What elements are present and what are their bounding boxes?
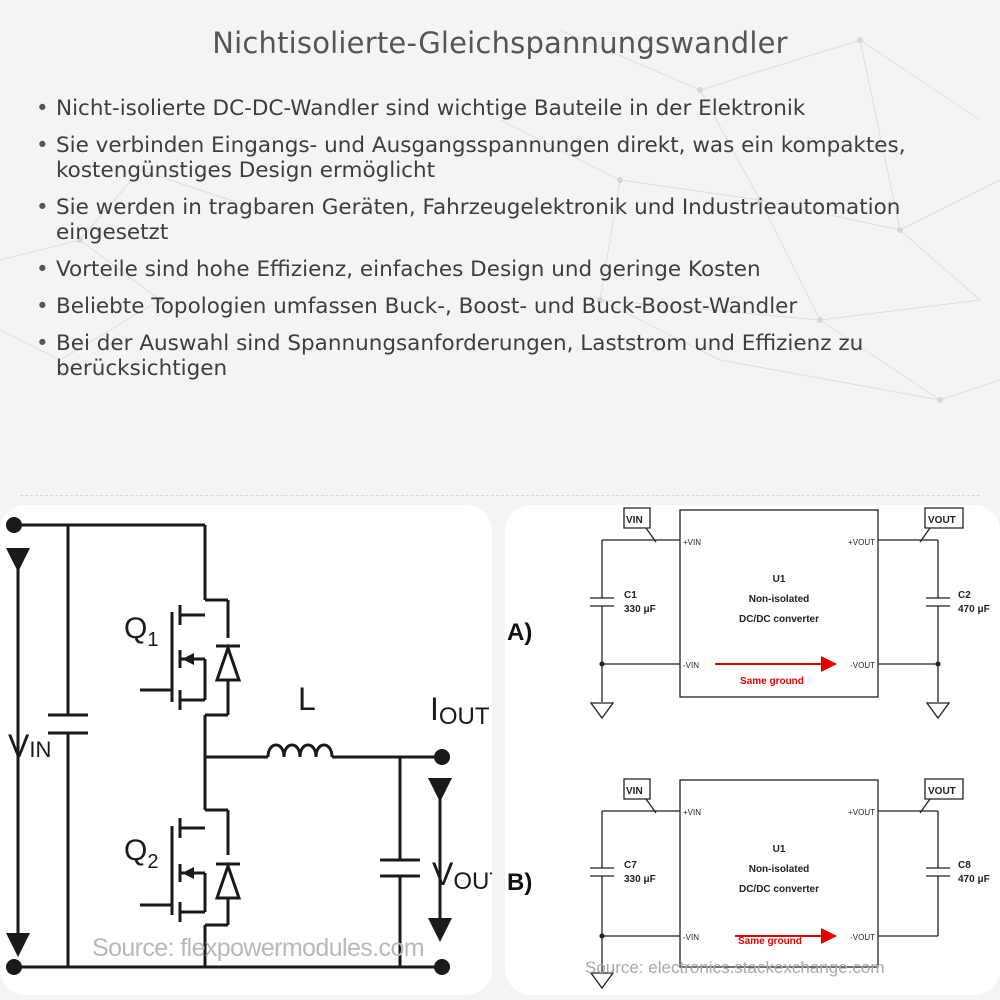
bullet-item: Nicht-isolierte DC-DC-Wandler sind wicht… <box>34 96 964 121</box>
cout-value-a: 470 μF <box>958 604 990 615</box>
cout-value-b: 470 μF <box>958 874 990 885</box>
same-ground-note-b: Same ground <box>738 936 802 947</box>
module-connection-schematic: VIN VOUT +VIN -VIN +VOUT -VOUT U1 Non-is… <box>507 507 990 990</box>
vin-tag-a: VIN <box>626 515 643 526</box>
schematic-a: VIN VOUT +VIN -VIN +VOUT -VOUT U1 Non-is… <box>589 507 990 720</box>
label-b: B) <box>507 869 532 896</box>
vin-tag-b: VIN <box>626 786 643 797</box>
u1-line2-b: DC/DC converter <box>739 884 819 895</box>
pin-vin-minus-a: -VIN <box>683 661 699 670</box>
bullet-item: Beliebte Topologien umfassen Buck-, Boos… <box>34 294 964 319</box>
pin-vin-plus-a: +VIN <box>683 538 701 547</box>
cin-name-a: C1 <box>624 590 637 601</box>
pin-vin-plus-b: +VIN <box>683 808 701 817</box>
vout-tag-a: VOUT <box>928 515 956 526</box>
pin-vout-plus-a: +VOUT <box>848 538 875 547</box>
q1-label: Q1 <box>124 612 158 651</box>
label-a: A) <box>507 619 532 646</box>
cin-name-b: C7 <box>624 860 637 871</box>
page-title: Nichtisolierte-Gleichspannungswandler <box>212 26 788 60</box>
vout-label: VOUT <box>432 856 492 895</box>
schematic-b: VIN VOUT +VIN -VIN +VOUT -VOUT U1 Non-is… <box>589 778 990 990</box>
buck-converter-panel: Q1 Q2 L VIN IOUT VOUT <box>0 505 504 995</box>
pin-vin-minus-b: -VIN <box>683 933 699 942</box>
q2-label: Q2 <box>124 834 158 873</box>
right-source-caption: Source: electronics.stackexchange.com <box>585 958 885 977</box>
left-source-caption: Source: flexpowermodules.com <box>92 934 425 962</box>
u1-name-a: U1 <box>773 574 786 585</box>
vout-tag-b: VOUT <box>928 786 956 797</box>
cin-value-a: 330 μF <box>624 604 656 615</box>
cout-name-a: C2 <box>958 590 971 601</box>
same-ground-note-a: Same ground <box>740 676 804 687</box>
bullet-item: Bei der Auswahl sind Spannungsanforderun… <box>34 331 964 381</box>
bullet-item: Vorteile sind hohe Effizienz, einfaches … <box>34 257 964 282</box>
module-connection-panel: VIN VOUT +VIN -VIN +VOUT -VOUT U1 Non-is… <box>505 505 1000 995</box>
iout-label: IOUT <box>430 691 490 730</box>
u1-name-b: U1 <box>773 844 786 855</box>
vin-label: VIN <box>8 728 51 764</box>
inductor-label: L <box>298 681 316 717</box>
cin-value-b: 330 μF <box>624 874 656 885</box>
bullet-list: Nicht-isolierte DC-DC-Wandler sind wicht… <box>34 96 964 393</box>
pin-vout-minus-a: -VOUT <box>850 661 875 670</box>
u1-line1-a: Non-isolated <box>749 594 810 605</box>
u1-line1-b: Non-isolated <box>749 864 810 875</box>
section-divider <box>20 495 980 496</box>
pin-vout-plus-b: +VOUT <box>848 808 875 817</box>
bullet-item: Sie werden in tragbaren Geräten, Fahrzeu… <box>34 195 964 245</box>
cout-name-b: C8 <box>958 860 971 871</box>
bullet-item: Sie verbinden Eingangs- und Ausgangsspan… <box>34 133 964 183</box>
u1-line2-a: DC/DC converter <box>739 614 819 625</box>
buck-converter-schematic: Q1 Q2 L VIN IOUT VOUT <box>6 517 504 975</box>
pin-vout-minus-b: -VOUT <box>850 933 875 942</box>
